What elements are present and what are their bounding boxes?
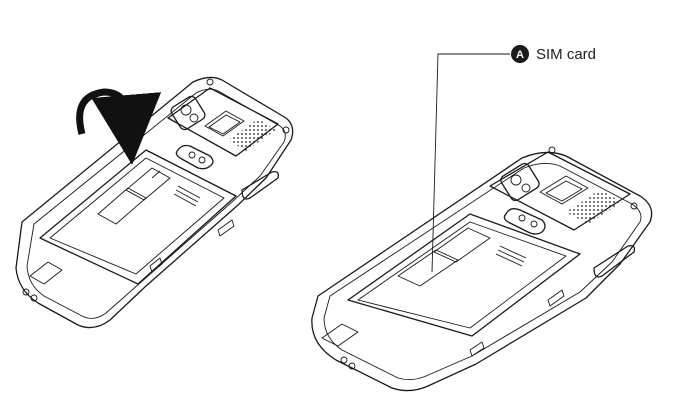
device-back-left: [15, 76, 294, 329]
callout-badge: [511, 45, 529, 63]
callout-badge-letter: A: [516, 49, 524, 61]
callout-label: SIM card: [536, 46, 596, 63]
sim-card-callout: A SIM card: [431, 45, 596, 273]
rotate-arrow-icon: [76, 88, 162, 165]
device-back-right: [311, 146, 653, 392]
